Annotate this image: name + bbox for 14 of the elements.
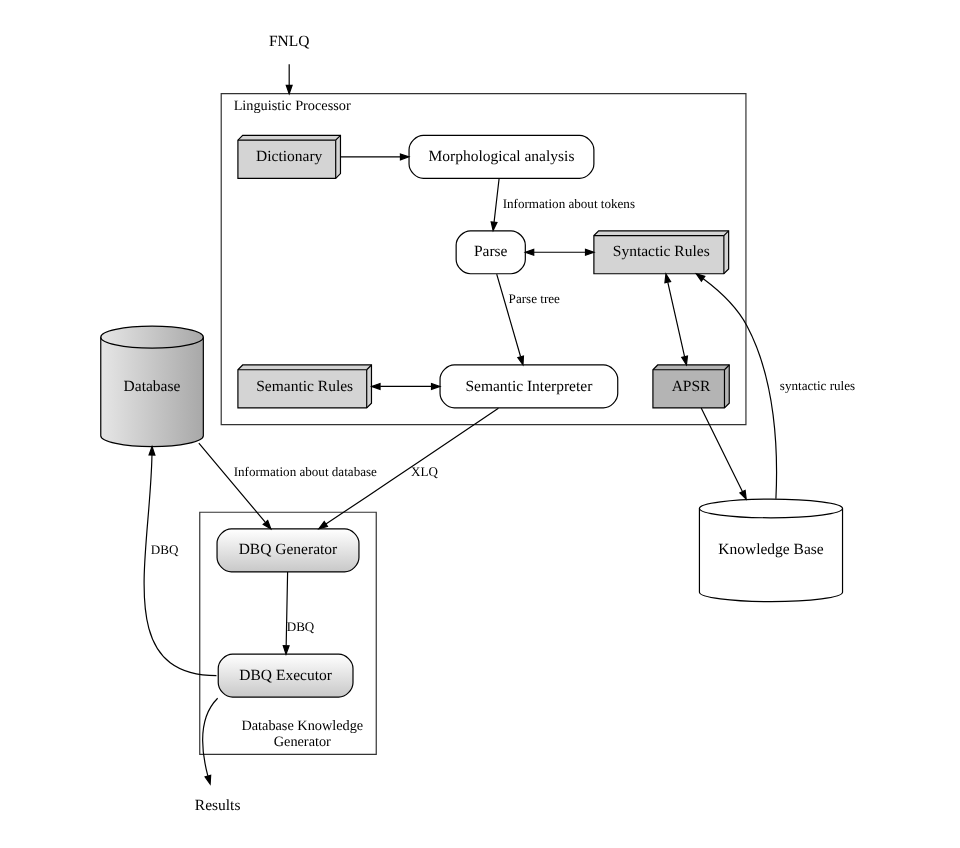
arrow (490, 178, 500, 233)
arrow (143, 444, 218, 677)
arrow (700, 407, 747, 501)
arrow (317, 407, 499, 530)
arrow (198, 442, 272, 531)
arrow (369, 382, 442, 391)
arrow (285, 63, 293, 96)
arrow (340, 153, 411, 161)
arrow (694, 272, 778, 500)
arrow (496, 273, 525, 367)
arrow (523, 248, 596, 257)
arrow (664, 272, 689, 367)
arrow (282, 571, 290, 656)
arrow (202, 697, 219, 786)
